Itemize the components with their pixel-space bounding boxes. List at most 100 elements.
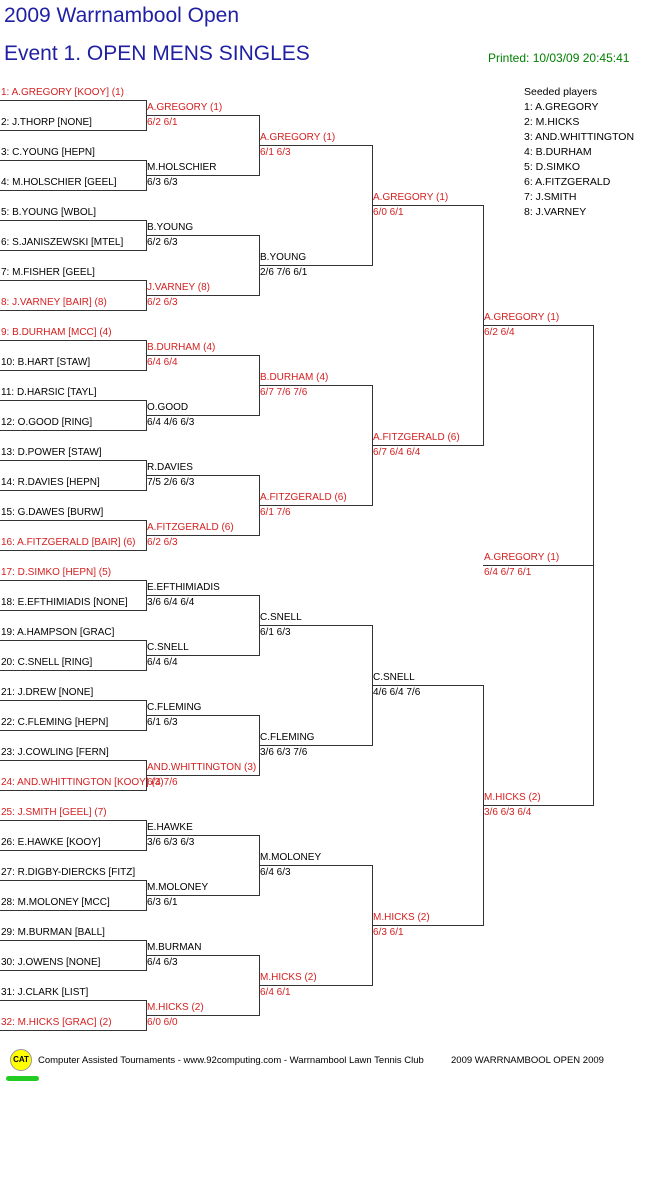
bracket-line	[0, 370, 146, 371]
bracket-line	[0, 220, 146, 221]
round-winner-name: C.FLEMING	[260, 732, 315, 743]
bracket-line	[146, 955, 259, 956]
round-winner-name: B.DURHAM (4)	[147, 342, 216, 353]
draw-entrant: 6: S.JANISZEWSKI [MTEL]	[1, 237, 124, 248]
bracket-line	[0, 730, 146, 731]
draw-entrant: 22: C.FLEMING [HEPN]	[1, 717, 109, 728]
bracket-line	[0, 880, 146, 881]
draw-entrant: 29: M.BURMAN [BALL]	[1, 927, 105, 938]
bracket-line	[483, 805, 593, 806]
bracket-line	[146, 775, 259, 776]
draw-entrant: 28: M.MOLONEY [MCC]	[1, 897, 110, 908]
round-winner-name: J.VARNEY (8)	[147, 282, 210, 293]
bracket-line	[146, 895, 259, 896]
round-winner-name: A.GREGORY (1)	[373, 192, 449, 203]
draw-entrant: 14: R.DAVIES [HEPN]	[1, 477, 100, 488]
draw-entrant: 4: M.HOLSCHIER [GEEL]	[1, 177, 117, 188]
bracket-line	[0, 400, 146, 401]
match-score: 6/3 6/3	[147, 177, 178, 188]
round-winner-name: M.HICKS (2)	[373, 912, 430, 923]
bracket-line	[0, 190, 146, 191]
bracket-line	[259, 505, 372, 506]
round-winner-name: M.MOLONEY	[260, 852, 322, 863]
draw-entrant: 3: C.YOUNG [HEPN]	[1, 147, 95, 158]
match-score: 6/2 6/3	[147, 237, 178, 248]
match-score: 6/7 7/6 7/6	[260, 387, 308, 398]
draw-entrant: 17: D.SIMKO [HEPN] (5)	[1, 567, 112, 578]
bracket-line	[0, 520, 146, 521]
bracket-line	[0, 490, 146, 491]
round-winner-name: E.EFTHIMIADIS	[147, 582, 220, 593]
match-score: 6/3 6/1	[147, 897, 178, 908]
bracket-line	[0, 760, 146, 761]
draw-entrant: 11: D.HARSIC [TAYL]	[1, 387, 97, 398]
bracket-line	[372, 685, 483, 686]
bracket-line	[0, 160, 146, 161]
seeded-players-heading: Seeded players	[524, 86, 597, 98]
round-winner-name: B.DURHAM (4)	[260, 372, 329, 383]
match-score: 6/1 6/3	[260, 147, 291, 158]
match-score: 6/2 6/3	[147, 537, 178, 548]
seeded-player-entry: 7: J.SMITH	[524, 191, 577, 203]
bracket-line	[0, 910, 146, 911]
bracket-line	[146, 595, 259, 596]
bracket-line	[0, 1030, 146, 1031]
draw-entrant: 2: J.THORP [NONE]	[1, 117, 92, 128]
round-winner-name: AND.WHITTINGTON (3)	[147, 762, 257, 773]
bracket-line	[146, 355, 259, 356]
cat-logo-underline	[6, 1076, 39, 1081]
round-winner-name: M.HICKS (2)	[484, 792, 541, 803]
bracket-line	[259, 865, 372, 866]
match-score: 6/4 4/6 6/3	[147, 417, 195, 428]
round-winner-name: A.FITZGERALD (6)	[373, 432, 460, 443]
round-winner-name: A.GREGORY (1)	[484, 312, 560, 323]
bracket-line	[0, 550, 146, 551]
bracket-line	[0, 700, 146, 701]
draw-entrant: 18: E.EFTHIMIADIS [NONE]	[1, 597, 128, 608]
bracket-line	[146, 415, 259, 416]
bracket-line	[0, 820, 146, 821]
bracket-line	[0, 130, 146, 131]
match-score: 6/3 6/1	[373, 927, 404, 938]
bracket-line	[259, 385, 372, 386]
seeded-player-entry: 2: M.HICKS	[524, 116, 580, 128]
round-winner-name: A.FITZGERALD (6)	[260, 492, 347, 503]
bracket-line	[0, 580, 146, 581]
bracket-line	[0, 940, 146, 941]
seeded-player-entry: 4: B.DURHAM	[524, 146, 592, 158]
bracket-line	[0, 280, 146, 281]
round-winner-name: M.HICKS (2)	[147, 1002, 204, 1013]
footer-credit: Computer Assisted Tournaments - www.92co…	[38, 1055, 424, 1066]
bracket-line	[259, 265, 372, 266]
bracket-line	[259, 745, 372, 746]
match-score: 6/1 7/6	[260, 507, 291, 518]
round-winner-name: B.YOUNG	[260, 252, 307, 263]
bracket-line	[0, 430, 146, 431]
bracket-line	[146, 1015, 259, 1016]
match-score: 2/6 7/6 6/1	[260, 267, 308, 278]
match-score: 6/4 6/3	[260, 867, 291, 878]
match-score: 4/6 6/4 7/6	[373, 687, 421, 698]
bracket-line	[483, 325, 593, 326]
bracket-line	[0, 100, 146, 101]
draw-entrant: 15: G.DAWES [BURW]	[1, 507, 104, 518]
seeded-player-entry: 1: A.GREGORY	[524, 101, 599, 113]
match-score: 6/0 6/1	[373, 207, 404, 218]
match-score: 6/1 6/3	[147, 717, 178, 728]
draw-entrant: 25: J.SMITH [GEEL] (7)	[1, 807, 107, 818]
round-winner-name: M.MOLONEY	[147, 882, 209, 893]
match-score: 6/4 6/1	[260, 987, 291, 998]
event-title: Event 1. OPEN MENS SINGLES	[4, 42, 310, 65]
bracket-line	[259, 145, 372, 146]
round-winner-name: C.SNELL	[373, 672, 415, 683]
draw-entrant: 24: AND.WHITTINGTON [KOOY] (3)	[1, 777, 164, 788]
bracket-line	[0, 1000, 146, 1001]
round-winner-name: A.FITZGERALD (6)	[147, 522, 234, 533]
bracket-line	[0, 790, 146, 791]
round-winner-name: R.DAVIES	[147, 462, 193, 473]
draw-entrant: 1: A.GREGORY [KOOY] (1)	[1, 87, 125, 98]
printed-timestamp: Printed: 10/03/09 20:45:41	[488, 51, 630, 65]
round-winner-name: E.HAWKE	[147, 822, 193, 833]
match-score: 6/2 6/1	[147, 117, 178, 128]
